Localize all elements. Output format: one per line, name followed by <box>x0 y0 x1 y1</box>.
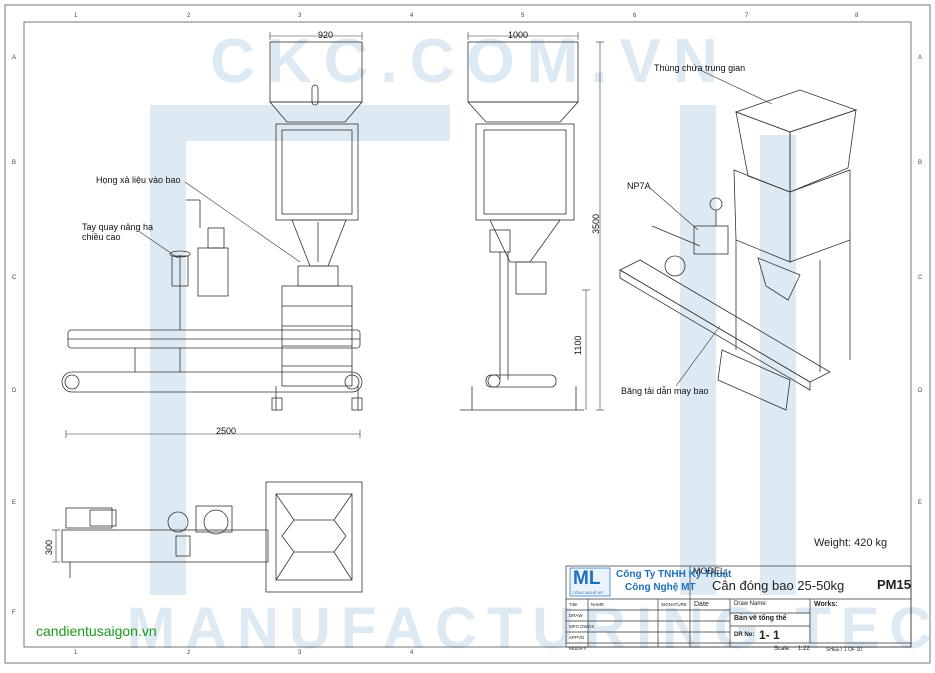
signature-label: SIGNATURE <box>661 602 687 607</box>
row-label-title: Title <box>569 602 578 607</box>
side-view-dimensions <box>467 32 604 411</box>
company-logo-caption: CÔNG NGHỆ MT <box>572 590 604 595</box>
dr-no-label: DR No: <box>734 632 755 638</box>
company-name-line1: Công Ty TNHH Kỹ Thuật <box>616 569 732 580</box>
zone-row-c: C <box>12 275 17 281</box>
zone-col-3: 3 <box>298 13 302 19</box>
zone-row-c-right: C <box>918 275 923 281</box>
sheet-label: SHEET 1 OF 10 <box>826 647 863 653</box>
zone-col-2: 2 <box>187 13 191 19</box>
dim-top-view-width: 300 <box>44 539 54 555</box>
zone-col-4-bottom: 4 <box>410 650 414 656</box>
weight-note: Weight: 420 kg <box>814 537 888 549</box>
works-label: Works: <box>814 601 838 608</box>
watermark-bar <box>680 105 716 595</box>
watermark-bar <box>150 105 450 141</box>
zone-col-1-bottom: 1 <box>74 650 78 656</box>
dr-no-value: 1- 1 <box>759 628 780 642</box>
watermark-bar <box>760 135 796 595</box>
zone-col-8: 8 <box>855 13 859 19</box>
company-logo <box>569 567 611 597</box>
draw-name-label: Draw Name: <box>734 601 768 607</box>
callout-bag-discharge: Họng xả liệu vào bao <box>96 175 181 185</box>
company-logo-text: ML <box>573 568 601 589</box>
date-label: Date <box>694 601 709 608</box>
model-code: PM15 <box>877 577 911 592</box>
zone-row-f: F <box>12 610 16 616</box>
dim-side-width: 1000 <box>508 30 529 40</box>
dim-conveyor-length: 2500 <box>216 426 237 436</box>
company-name-line2: Công Nghệ MT <box>625 582 696 593</box>
side-view <box>460 41 584 411</box>
zone-row-e-right: E <box>918 500 923 506</box>
zone-col-3-bottom: 3 <box>298 650 302 656</box>
model-label: MODEL: <box>693 566 728 576</box>
front-view <box>61 41 363 411</box>
top-view <box>61 481 363 593</box>
row-label-modify: MODIFY <box>569 646 587 651</box>
callout-conveyor: Băng tải dẫn may bao <box>621 386 709 396</box>
title-block <box>565 565 912 648</box>
zone-col-5: 5 <box>521 13 525 19</box>
zone-col-2-bottom: 2 <box>187 650 191 656</box>
dim-total-height: 3500 <box>591 213 601 234</box>
draw-name-value: Bản vẽ tổng thể <box>734 615 787 622</box>
zone-row-a: A <box>12 55 17 61</box>
website-url[interactable]: candientusaigon.vn <box>36 623 157 639</box>
model-name: Cân đóng bao 25-50kg <box>712 578 845 593</box>
scale-value: 1:22 <box>798 646 810 652</box>
isometric-leaders <box>649 69 773 387</box>
zone-row-a-right: A <box>918 55 923 61</box>
top-view-dimensions <box>52 529 60 563</box>
zone-col-6: 6 <box>633 13 637 19</box>
row-label-draw: DRAW <box>569 613 583 618</box>
zone-col-4: 4 <box>410 13 414 19</box>
row-label-mfg: MFG DWGS <box>569 624 595 629</box>
callout-sewing-head: NP7A <box>627 181 651 191</box>
dim-conveyor-height: 1100 <box>573 335 583 355</box>
watermark: CKC.COM.VN MANUFACTURING TECH <box>127 27 935 661</box>
row-label-appvd: APPVD <box>569 635 585 640</box>
zone-row-b: B <box>12 160 17 166</box>
zone-row-d: D <box>12 388 17 394</box>
scale-label: Scale: <box>774 646 791 652</box>
sheet-border <box>4 4 931 664</box>
callout-crank: Tay quay nâng hạ chiều cao <box>82 222 154 242</box>
isometric-view <box>619 89 858 411</box>
watermark-bottom-text: MANUFACTURING TECH <box>127 596 935 661</box>
watermark-top-text: CKC.COM.VN <box>210 27 730 96</box>
zone-col-1: 1 <box>74 13 78 19</box>
zone-col-7: 7 <box>745 13 749 19</box>
zone-row-e: E <box>12 500 17 506</box>
zone-row-b-right: B <box>918 160 923 166</box>
dim-front-width: 920 <box>318 30 334 40</box>
name-label: NAME <box>591 602 605 607</box>
zone-row-d-right: D <box>918 388 923 394</box>
callout-intermediate-bin: Thùng chứa trung gian <box>654 63 746 73</box>
front-view-dimensions <box>65 32 363 438</box>
